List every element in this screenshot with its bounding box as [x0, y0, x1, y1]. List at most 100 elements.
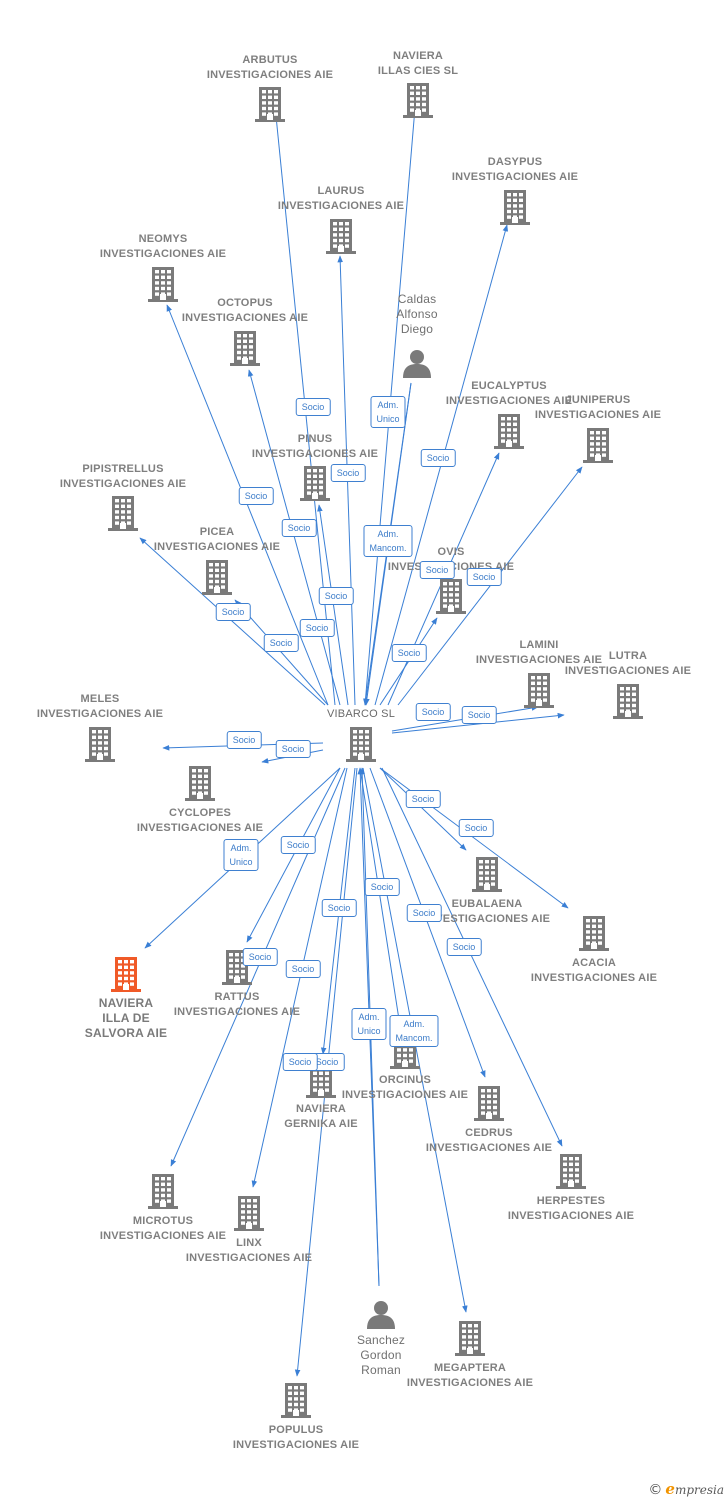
person-icon-sanchez[interactable] — [366, 1299, 396, 1334]
node-acacia[interactable]: ACACIA INVESTIGACIONES AIE — [504, 956, 684, 986]
building-icon-linx[interactable] — [234, 1196, 264, 1237]
edge-label-cedrus[interactable]: Socio — [446, 938, 482, 956]
edge-label-arbutus[interactable]: Socio — [295, 398, 331, 416]
node-arbutus[interactable]: ARBUTUS INVESTIGACIONES AIE — [180, 53, 360, 83]
node-eucalyptus[interactable]: EUCALYPTUS INVESTIGACIONES AIE — [419, 379, 599, 409]
building-icon-pinus[interactable] — [300, 466, 330, 507]
node-vibarco[interactable]: VIBARCO SL — [271, 707, 451, 722]
edge-label-eucalyptus[interactable]: Socio — [419, 561, 455, 579]
node-juniperus[interactable]: JUNIPERUS INVESTIGACIONES AIE — [508, 393, 688, 423]
building-icon-lamini[interactable] — [524, 673, 554, 714]
node-naviera_illas_cies[interactable]: NAVIERA ILLAS CIES SL — [328, 49, 508, 79]
building-icon-neomys[interactable] — [148, 267, 178, 308]
node-neomys[interactable]: NEOMYS INVESTIGACIONES AIE — [73, 232, 253, 262]
node-picea[interactable]: PICEA INVESTIGACIONES AIE — [127, 525, 307, 555]
node-octopus[interactable]: OCTOPUS INVESTIGACIONES AIE — [155, 296, 335, 326]
node-naviera_gernika[interactable]: NAVIERA GERNIKA AIE — [231, 1102, 411, 1132]
edge-label-vibarco[interactable]: Adm. Mancom. — [389, 1015, 439, 1047]
node-herpestes[interactable]: HERPESTES INVESTIGACIONES AIE — [481, 1194, 661, 1224]
building-icon-octopus[interactable] — [230, 331, 260, 372]
node-lutra[interactable]: LUTRA INVESTIGACIONES AIE — [538, 649, 718, 679]
edge-label-laurus[interactable]: Socio — [281, 519, 317, 537]
edge-label-neomys[interactable]: Socio — [238, 487, 274, 505]
building-icon-naviera_gernika[interactable] — [306, 1063, 336, 1104]
edge-label-naviera_salvora[interactable]: Adm. Unico — [223, 839, 259, 871]
node-orcinus[interactable]: ORCINUS INVESTIGACIONES AIE — [315, 1073, 495, 1103]
edge-label-cyclopes[interactable]: Socio — [275, 740, 311, 758]
node-microtus[interactable]: MICROTUS INVESTIGACIONES AIE — [73, 1214, 253, 1244]
building-icon-microtus[interactable] — [148, 1174, 178, 1215]
node-sanchez[interactable]: Sanchez Gordon Roman — [291, 1333, 471, 1378]
building-icon-herpestes[interactable] — [556, 1154, 586, 1195]
node-megaptera[interactable]: MEGAPTERA INVESTIGACIONES AIE — [380, 1361, 560, 1391]
person-icon-caldas[interactable] — [402, 348, 432, 383]
node-label: NAVIERA ILLA DE SALVORA AIE — [84, 996, 168, 1040]
node-lamini[interactable]: LAMINI INVESTIGACIONES AIE — [449, 638, 629, 668]
node-label: VIBARCO SL — [326, 708, 396, 720]
edge-label-vibarco[interactable]: Adm. Unico — [351, 1008, 387, 1040]
edge-label-pipistrellus[interactable]: Socio — [215, 603, 251, 621]
building-icon-dasypus[interactable] — [500, 190, 530, 231]
node-cedrus[interactable]: CEDRUS INVESTIGACIONES AIE — [399, 1126, 579, 1156]
building-icon-ovis[interactable] — [436, 579, 466, 620]
node-label: HERPESTES INVESTIGACIONES AIE — [507, 1195, 635, 1222]
edge-label-pinus[interactable]: Socio — [318, 587, 354, 605]
node-caldas[interactable]: Caldas Alfonso Diego — [327, 292, 507, 337]
edge-label-orcinus[interactable]: Socio — [406, 904, 442, 922]
edge-label-octopus[interactable]: Socio — [299, 619, 335, 637]
node-label: LINX INVESTIGACIONES AIE — [185, 1237, 313, 1264]
edge-label-microtus[interactable]: Socio — [242, 948, 278, 966]
building-icon-cedrus[interactable] — [474, 1086, 504, 1127]
edge-label-dasypus[interactable]: Socio — [420, 449, 456, 467]
node-label: ACACIA INVESTIGACIONES AIE — [530, 957, 658, 984]
edge-label-vibarco[interactable]: Adm. Mancom. — [363, 525, 413, 557]
building-icon-arbutus[interactable] — [255, 87, 285, 128]
edge-label-herpestes[interactable]: Socio — [364, 878, 400, 896]
building-icon-eucalyptus[interactable] — [494, 414, 524, 455]
building-icon-laurus[interactable] — [326, 219, 356, 260]
node-eubalaena[interactable]: EUBALAENA INVESTIGACIONES AIE — [397, 897, 577, 927]
edge-label-acacia[interactable]: Socio — [458, 819, 494, 837]
edge-label-lutra[interactable]: Socio — [461, 706, 497, 724]
node-dasypus[interactable]: DASYPUS INVESTIGACIONES AIE — [425, 155, 605, 185]
node-meles[interactable]: MELES INVESTIGACIONES AIE — [10, 692, 190, 722]
node-rattus[interactable]: RATTUS INVESTIGACIONES AIE — [147, 990, 327, 1020]
building-icon-lutra[interactable] — [613, 684, 643, 725]
building-icon-naviera_illas_cies[interactable] — [403, 83, 433, 124]
edge-vibarco-microtus — [170, 767, 346, 1167]
node-populus[interactable]: POPULUS INVESTIGACIONES AIE — [206, 1423, 386, 1453]
node-pipistrellus[interactable]: PIPISTRELLUS INVESTIGACIONES AIE — [33, 462, 213, 492]
building-icon-acacia[interactable] — [579, 916, 609, 957]
building-icon-vibarco[interactable] — [346, 727, 376, 768]
building-icon-juniperus[interactable] — [583, 428, 613, 469]
edge-label-vibarco[interactable]: Adm. Unico — [370, 396, 406, 428]
edge-label-naviera_gernika[interactable]: Socio — [321, 899, 357, 917]
building-icon-eubalaena[interactable] — [472, 857, 502, 898]
building-icon-cyclopes[interactable] — [185, 766, 215, 807]
edge-label-ovis[interactable]: Socio — [391, 644, 427, 662]
building-icon-populus[interactable] — [281, 1383, 311, 1424]
node-cyclopes[interactable]: CYCLOPES INVESTIGACIONES AIE — [110, 806, 290, 836]
edge-label-linx[interactable]: Socio — [285, 960, 321, 978]
edge-label-megaptera[interactable]: Socio — [309, 1053, 345, 1071]
edge-label-picea[interactable]: Socio — [263, 634, 299, 652]
edge-label-eubalaena[interactable]: Socio — [405, 790, 441, 808]
node-naviera_salvora[interactable]: NAVIERA ILLA DE SALVORA AIE — [36, 996, 216, 1041]
building-icon-picea[interactable] — [202, 560, 232, 601]
node-laurus[interactable]: LAURUS INVESTIGACIONES AIE — [251, 184, 431, 214]
edge-label-meles[interactable]: Socio — [226, 731, 262, 749]
edge-label-rattus[interactable]: Socio — [280, 836, 316, 854]
node-pinus[interactable]: PINUS INVESTIGACIONES AIE — [225, 432, 405, 462]
edge-vibarco-eubalaena — [379, 767, 467, 851]
edge-label-lamini[interactable]: Socio — [415, 703, 451, 721]
node-label: LAMINI INVESTIGACIONES AIE — [475, 639, 603, 666]
edge-label-juniperus[interactable]: Socio — [466, 568, 502, 586]
building-icon-pipistrellus[interactable] — [108, 496, 138, 537]
edge-label-populus[interactable]: Socio — [282, 1053, 318, 1071]
building-icon-naviera_salvora[interactable] — [111, 957, 141, 998]
building-icon-megaptera[interactable] — [455, 1321, 485, 1362]
edge-label-naviera_illas_cies[interactable]: Socio — [330, 464, 366, 482]
node-linx[interactable]: LINX INVESTIGACIONES AIE — [159, 1236, 339, 1266]
building-icon-meles[interactable] — [85, 727, 115, 768]
